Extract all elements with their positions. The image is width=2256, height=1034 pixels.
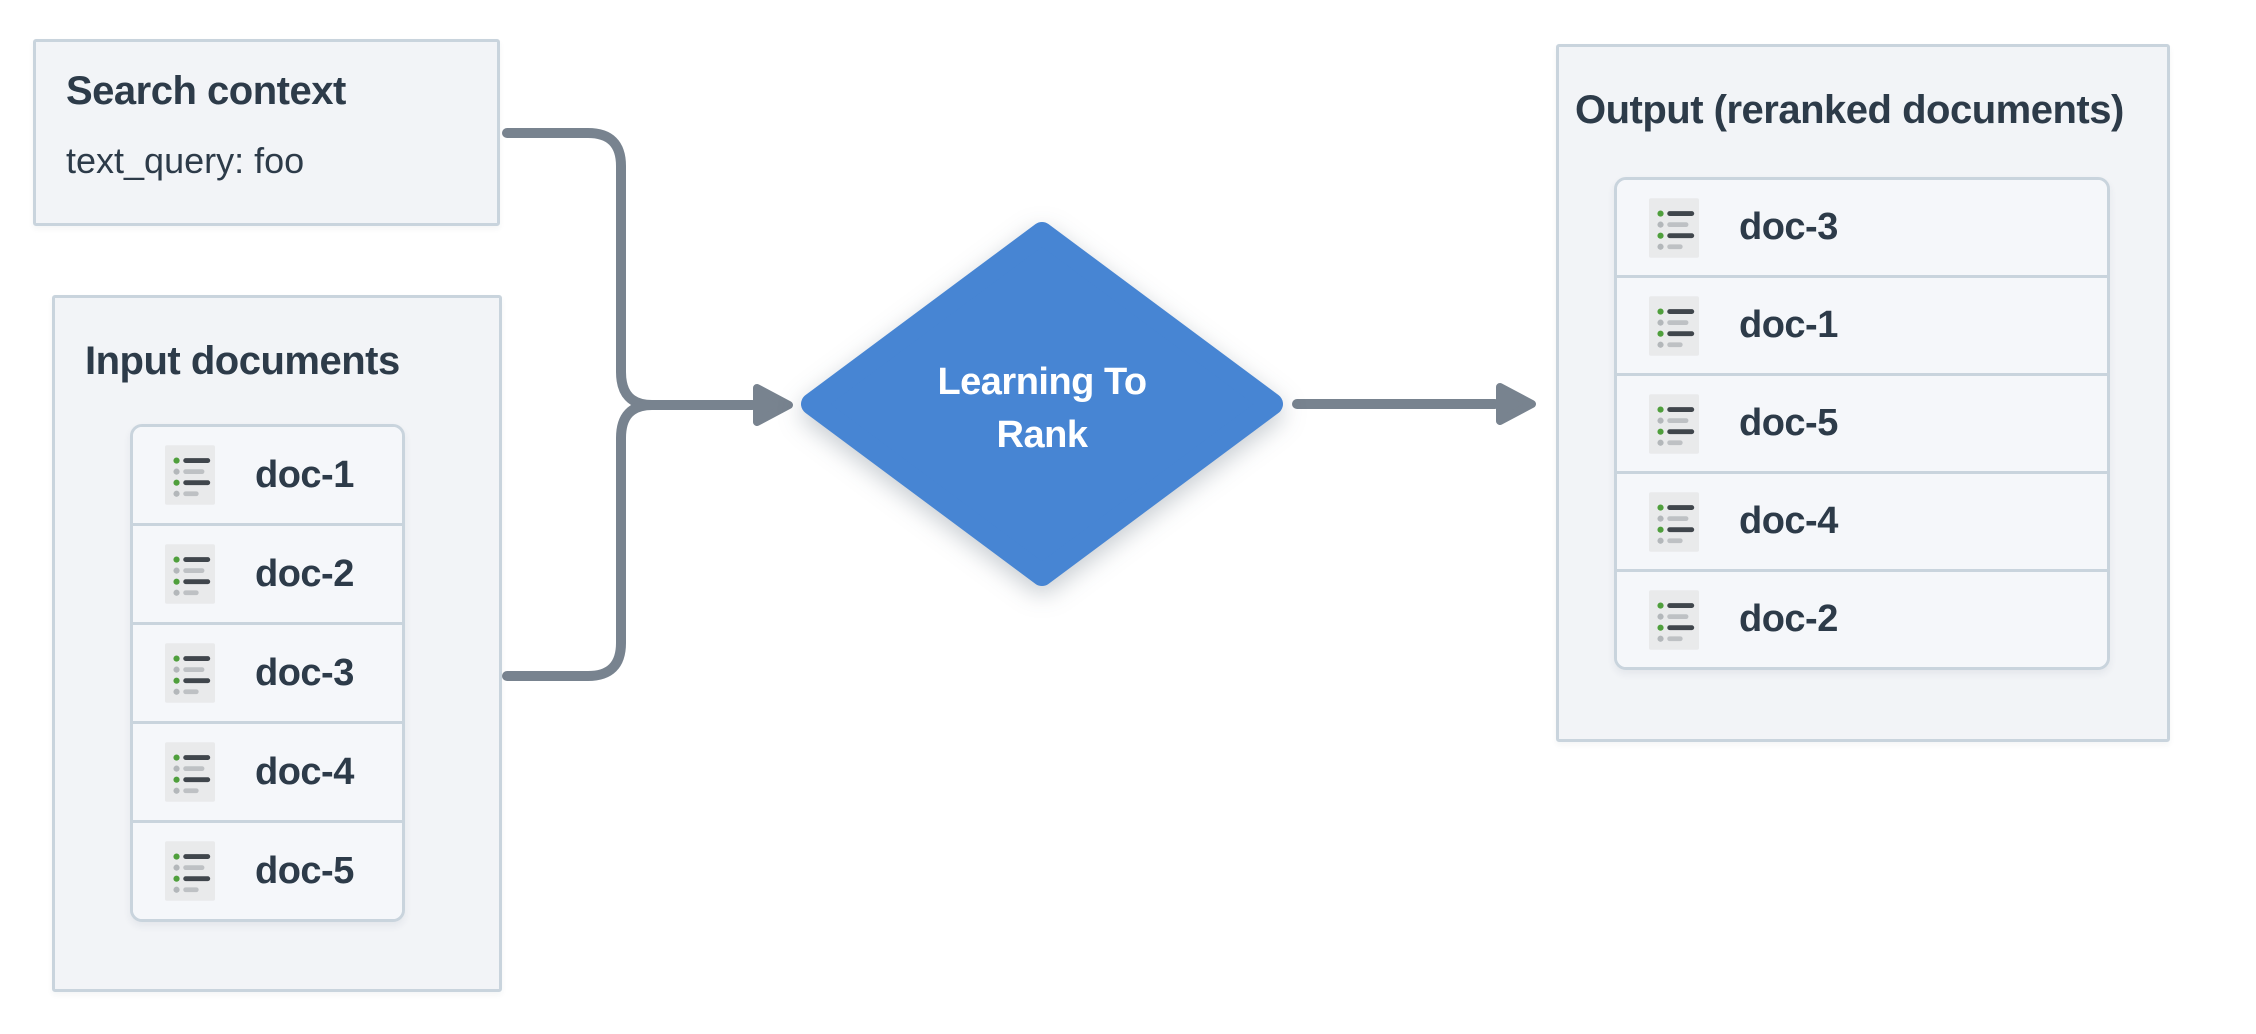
document-label: doc-5 xyxy=(1739,402,1838,444)
document-list-icon xyxy=(165,643,215,703)
learning-to-rank-label-line1: Learning To xyxy=(937,361,1147,403)
search-context-query: text_query: foo xyxy=(66,140,305,181)
output-documents-box: Output (reranked documents) xyxy=(1556,44,2170,742)
document-list-icon xyxy=(165,445,215,505)
arrowhead-into-diamond-icon xyxy=(753,384,793,426)
document-list-icon xyxy=(1649,491,1699,552)
document-row: doc-2 xyxy=(1617,569,2107,667)
output-documents-title: Output (reranked documents) xyxy=(1575,88,2124,132)
document-list-icon xyxy=(1649,295,1699,356)
input-documents-list: doc-1 doc-2 xyxy=(130,424,405,922)
learning-to-rank-label-line2: Rank xyxy=(996,414,1088,456)
document-label: doc-4 xyxy=(1739,500,1838,542)
document-list-icon xyxy=(1649,393,1699,454)
document-row: doc-1 xyxy=(1617,275,2107,373)
document-row: doc-5 xyxy=(1617,373,2107,471)
document-list-icon xyxy=(165,841,215,901)
document-list-icon xyxy=(165,742,215,802)
input-documents-title: Input documents xyxy=(85,339,400,383)
input-documents-box: Input documents doc-1 xyxy=(52,295,502,992)
search-context-box: Search context text_query: foo xyxy=(33,39,500,226)
document-label: doc-5 xyxy=(255,849,354,892)
document-label: doc-2 xyxy=(1739,598,1838,640)
learning-to-rank-label: Learning To Rank xyxy=(882,356,1202,462)
document-row: doc-5 xyxy=(133,820,402,919)
search-context-title: Search context xyxy=(66,69,346,113)
document-row: doc-3 xyxy=(1617,180,2107,275)
document-row: doc-4 xyxy=(133,721,402,820)
document-label: doc-2 xyxy=(255,552,354,595)
document-row: doc-1 xyxy=(133,427,402,523)
document-label: doc-1 xyxy=(1739,304,1838,346)
connector-inputs-to-ltr xyxy=(502,400,757,681)
learning-to-rank-diamond xyxy=(801,222,1283,586)
connector-search-to-ltr xyxy=(502,128,757,410)
arrowhead-into-output-icon xyxy=(1496,383,1536,425)
output-documents-list: doc-3 doc-1 xyxy=(1614,177,2110,670)
document-row: doc-4 xyxy=(1617,471,2107,569)
document-label: doc-4 xyxy=(255,750,354,793)
document-row: doc-2 xyxy=(133,523,402,622)
document-label: doc-1 xyxy=(255,453,354,496)
document-row: doc-3 xyxy=(133,622,402,721)
document-label: doc-3 xyxy=(1739,206,1838,248)
document-label: doc-3 xyxy=(255,651,354,694)
document-list-icon xyxy=(165,544,215,604)
document-list-icon xyxy=(1649,589,1699,650)
document-list-icon xyxy=(1649,197,1699,258)
